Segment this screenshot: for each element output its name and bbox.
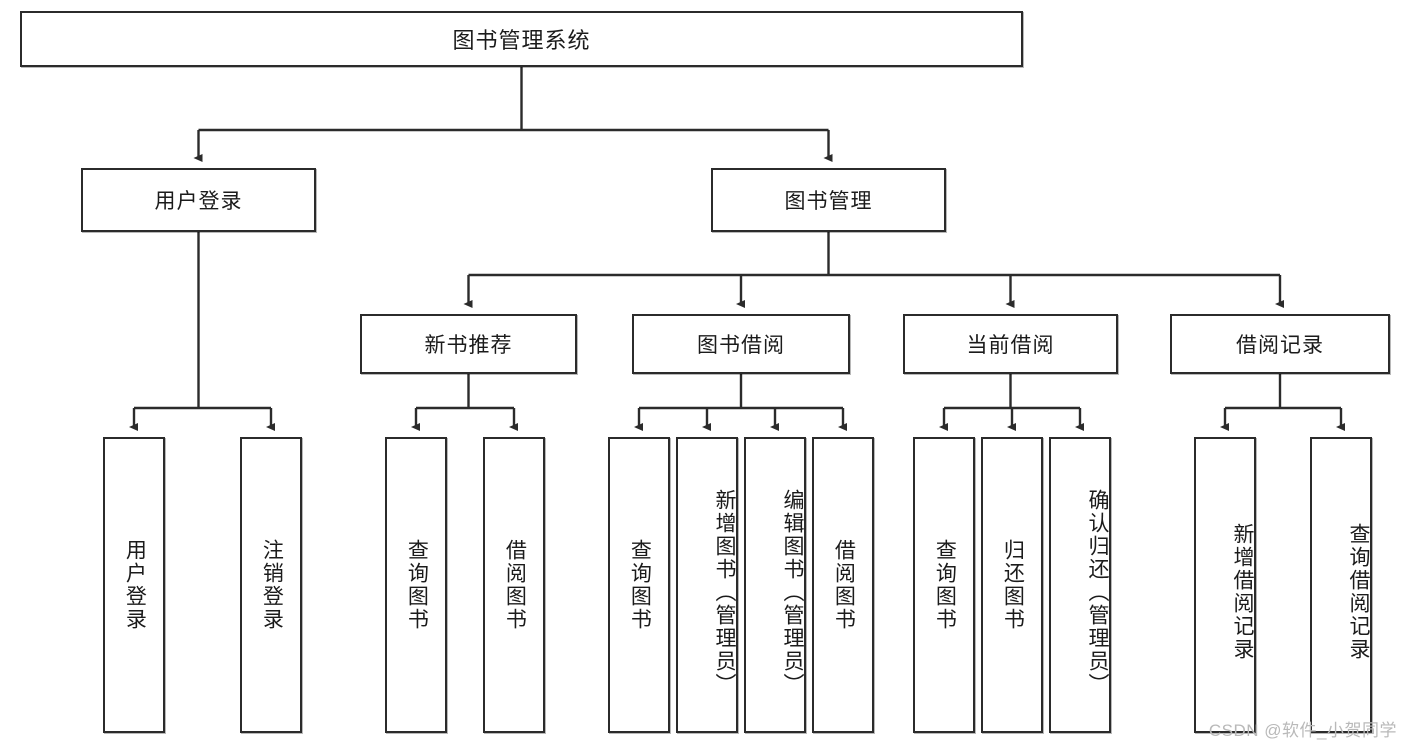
node-label: 编辑图书（管理员） xyxy=(781,488,804,696)
watermark-label: CSDN @软件_小贺同学 xyxy=(1208,721,1397,740)
node-leaf-borrow-book[interactable]: 借阅图书 xyxy=(812,437,874,733)
node-leaf-confirm-return[interactable]: 确认归还（管理员） xyxy=(1049,437,1111,733)
node-label: 新增借阅记录 xyxy=(1231,523,1254,661)
node-leaf-add-record[interactable]: 新增借阅记录 xyxy=(1194,437,1256,733)
node-label: 新书推荐 xyxy=(424,334,513,357)
node-root[interactable]: 图书管理系统 xyxy=(20,11,1023,67)
node-leaf-add-book[interactable]: 新增图书（管理员） xyxy=(676,437,738,733)
node-book-borrow[interactable]: 图书借阅 xyxy=(632,314,850,374)
node-label: 图书管理系统 xyxy=(452,28,591,53)
node-label: 借阅记录 xyxy=(1236,334,1324,357)
node-leaf-return-book[interactable]: 归还图书 xyxy=(981,437,1043,733)
node-label: 查询图书 xyxy=(628,539,652,631)
node-label: 注销登录 xyxy=(260,539,284,631)
node-label: 归还图书 xyxy=(1001,539,1025,631)
node-current-borrow[interactable]: 当前借阅 xyxy=(903,314,1118,374)
node-leaf-logout[interactable]: 注销登录 xyxy=(240,437,302,733)
node-label: 图书借阅 xyxy=(697,334,785,357)
node-label: 确认归还（管理员） xyxy=(1086,488,1109,696)
node-leaf-query-book-new[interactable]: 查询图书 xyxy=(385,437,447,733)
node-label: 用户登录 xyxy=(123,539,147,631)
node-leaf-query-book-borrow[interactable]: 查询图书 xyxy=(608,437,670,733)
node-label: 借阅图书 xyxy=(503,539,527,631)
node-label: 图书管理 xyxy=(784,190,873,213)
node-label: 借阅图书 xyxy=(832,539,856,631)
node-label: 查询图书 xyxy=(405,539,429,631)
node-label: 当前借阅 xyxy=(966,334,1055,357)
node-leaf-user-login[interactable]: 用户登录 xyxy=(103,437,165,733)
node-leaf-query-record[interactable]: 查询借阅记录 xyxy=(1310,437,1372,733)
node-label: 新增图书（管理员） xyxy=(713,488,736,696)
node-label: 查询借阅记录 xyxy=(1347,523,1370,661)
node-leaf-query-book-current[interactable]: 查询图书 xyxy=(913,437,975,733)
node-user-login[interactable]: 用户登录 xyxy=(81,168,316,232)
node-leaf-borrow-book-new[interactable]: 借阅图书 xyxy=(483,437,545,733)
node-leaf-edit-book[interactable]: 编辑图书（管理员） xyxy=(744,437,806,733)
node-label: 用户登录 xyxy=(154,190,243,213)
node-borrow-record[interactable]: 借阅记录 xyxy=(1170,314,1390,374)
node-label: 查询图书 xyxy=(933,539,957,631)
node-book-manage[interactable]: 图书管理 xyxy=(711,168,946,232)
node-new-book-rec[interactable]: 新书推荐 xyxy=(360,314,577,374)
